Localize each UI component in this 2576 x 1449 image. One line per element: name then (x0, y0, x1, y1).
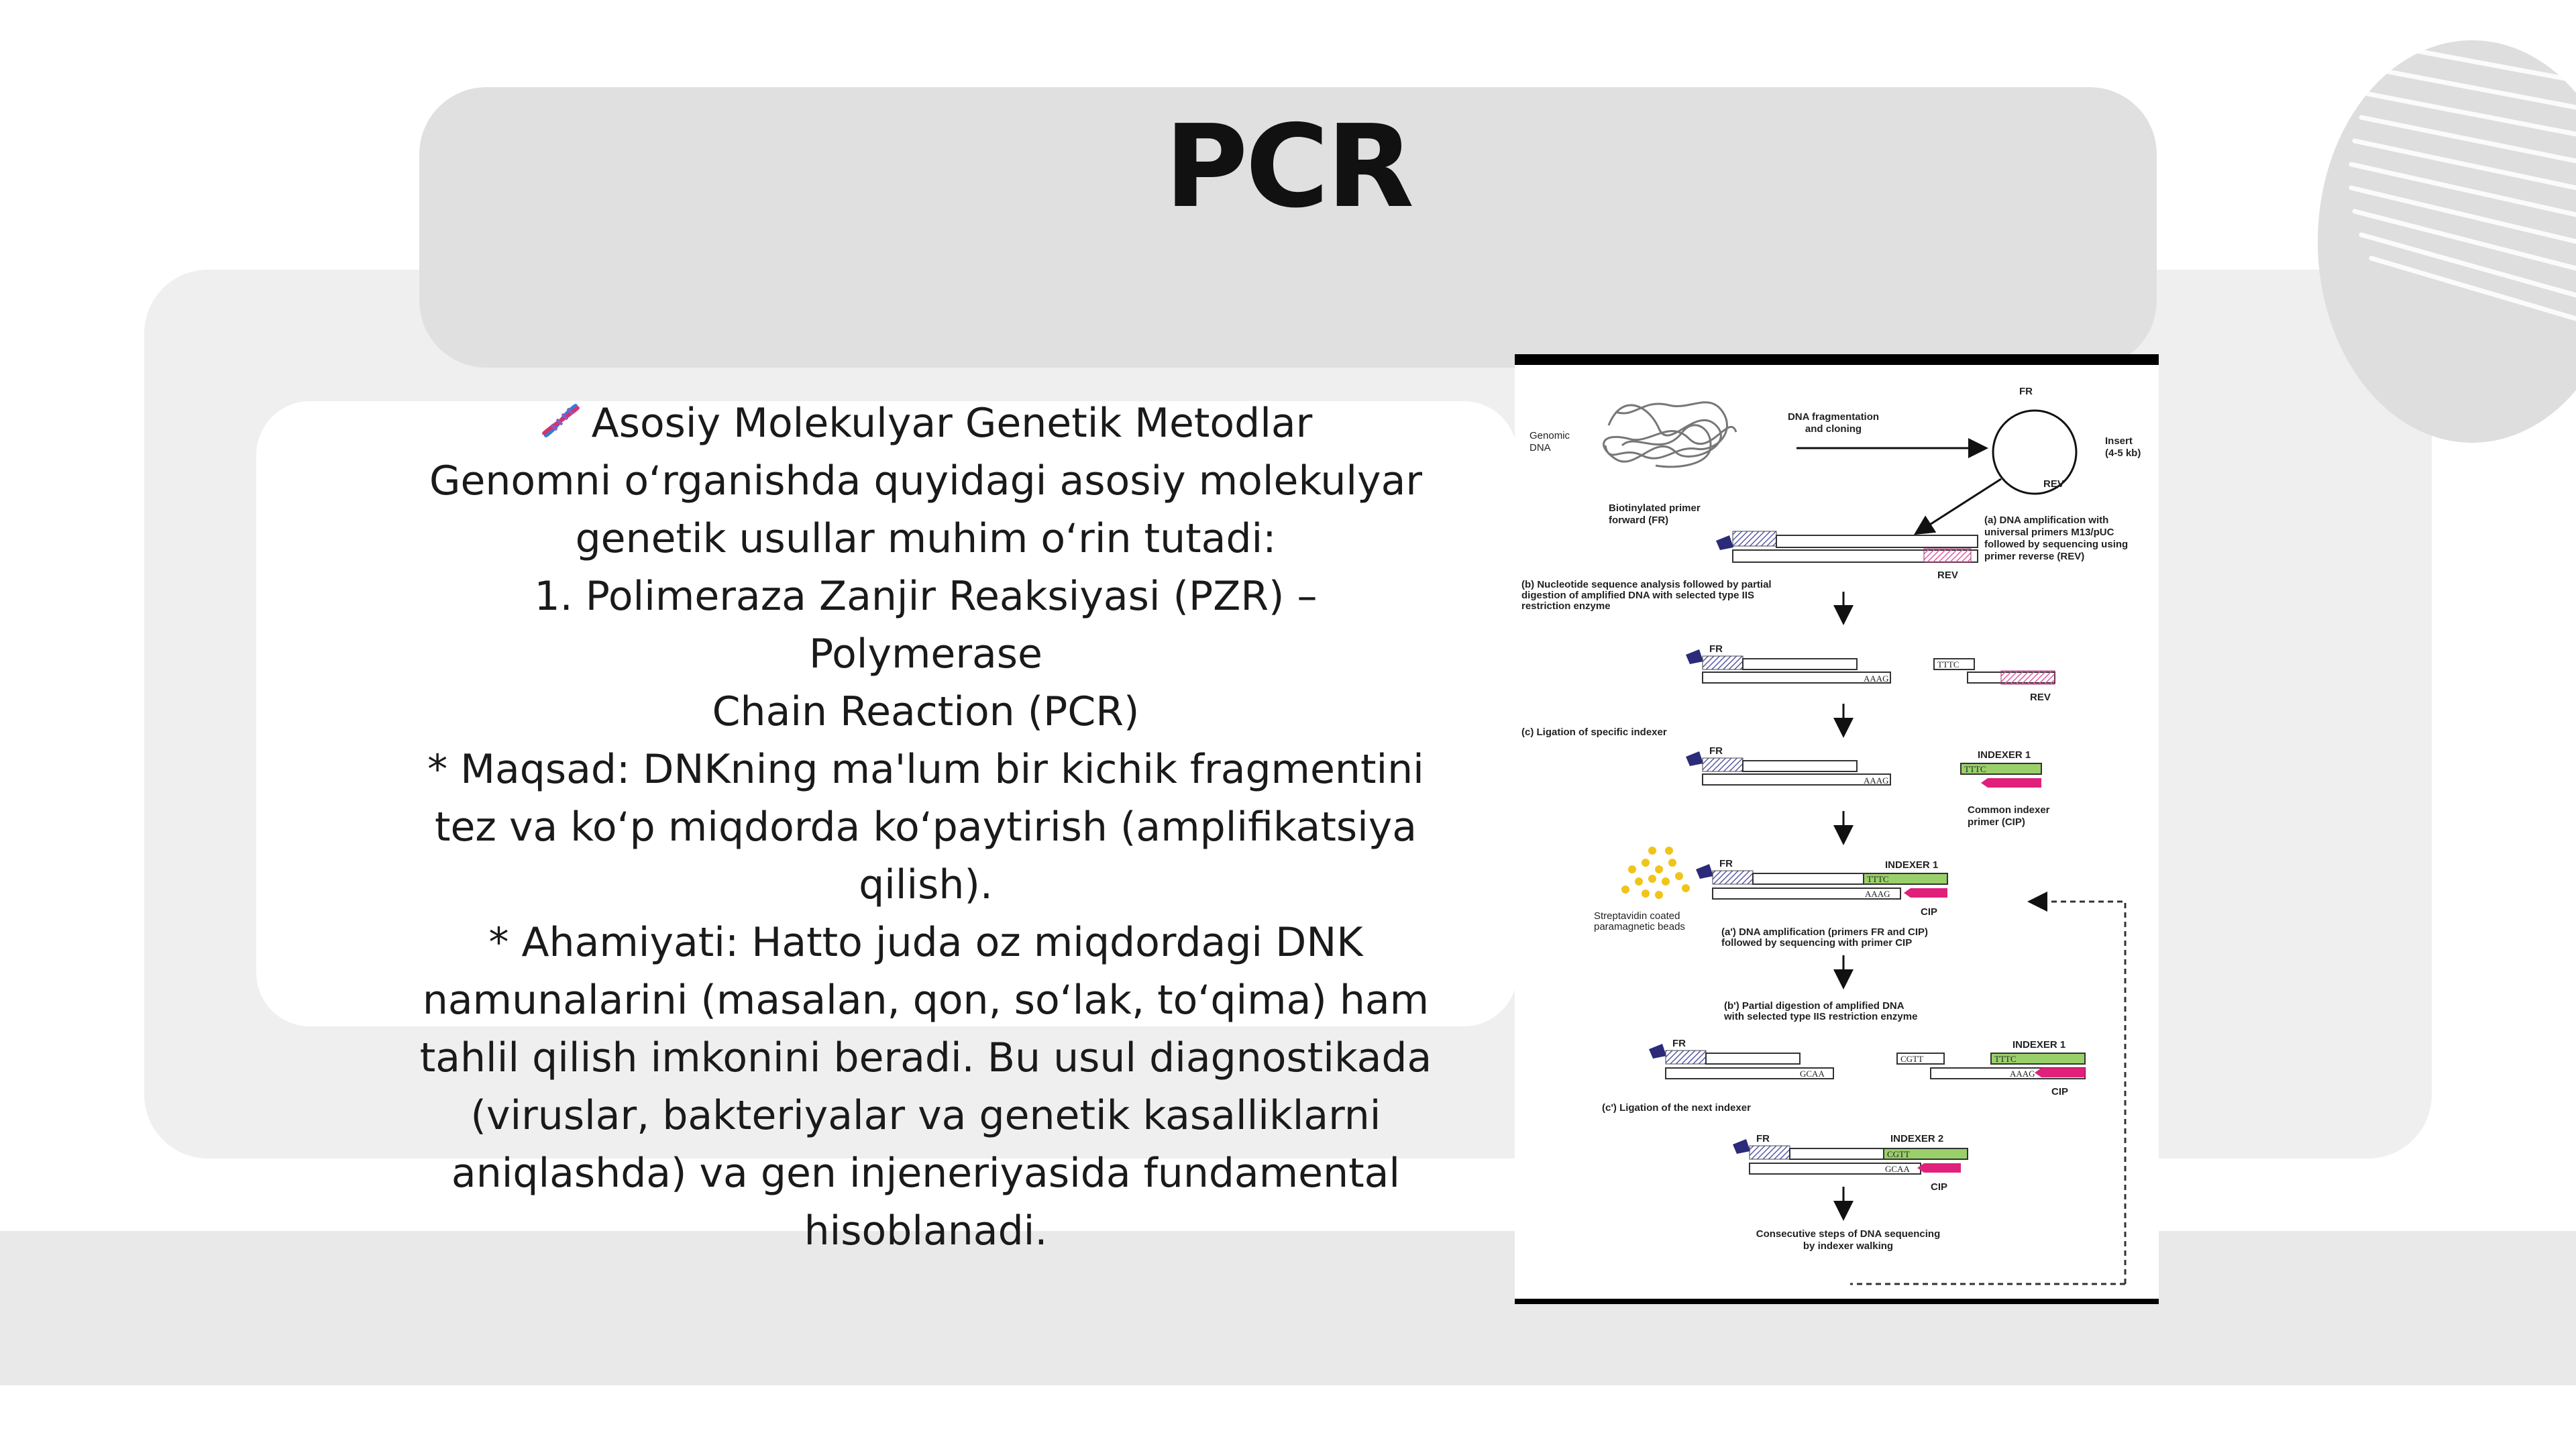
decorative-stripes (2349, 44, 2576, 321)
insert-label: (4-5 kb) (2105, 447, 2141, 459)
step-b2-label: with selected type IIS restriction enzym… (1723, 1011, 1917, 1022)
genomic-dna-tangle (1603, 401, 1737, 468)
insert-label: Insert (2105, 435, 2133, 447)
step-b-label: digestion of amplified DNA with selected… (1521, 590, 1754, 601)
page-title: PCR (1164, 101, 1414, 233)
text-line: genetik usullar muhim o‘rin tutadi: (575, 515, 1277, 562)
text-line: Chain Reaction (PCR) (712, 688, 1140, 735)
fragmentation-label: DNA fragmentation (1788, 411, 1879, 423)
text-line: 1. Polimeraza Zanjir Reaksiyasi (PZR) – … (534, 573, 1318, 678)
fr-label: FR (1672, 1038, 1686, 1049)
text-line: * Ahamiyati: Hatto juda oz miqdordagi DN… (488, 919, 1363, 966)
step-a-label: primer reverse (REV) (1984, 551, 2084, 562)
title-bar (419, 87, 2157, 368)
seq-label: GCAA (1800, 1069, 1825, 1079)
step-a-label: universal primers M13/pUC (1984, 527, 2114, 538)
seq-label: AAAG (1864, 775, 1889, 786)
streptavidin-label: paramagnetic beads (1594, 921, 1685, 932)
consecutive-label: by indexer walking (1803, 1240, 1893, 1252)
seq-label: AAAG (1864, 674, 1889, 684)
consecutive-label: Consecutive steps of DNA sequencing (1756, 1228, 1941, 1240)
step-c2-label: (c') Ligation of the next indexer (1602, 1102, 1751, 1114)
biotinylated-label: forward (FR) (1609, 515, 1668, 526)
fr-label: FR (1756, 1133, 1770, 1144)
step-a2-label: followed by sequencing with primer CIP (1721, 937, 1912, 949)
pcr-figure: Genomic DNA DNA fragmentation and clonin… (1515, 354, 2159, 1304)
step-a-label: followed by sequencing using (1984, 539, 2128, 550)
step-c-label: (c) Ligation of specific indexer (1521, 727, 1667, 738)
rev-label: REV (1937, 570, 1958, 581)
genomic-label: DNA (1529, 442, 1551, 453)
step-b2-label: (b') Partial digestion of amplified DNA (1724, 1000, 1904, 1012)
text-line: qilish). (859, 861, 993, 908)
text-line: aniqlashda) va gen injeneriyasida fundam… (451, 1150, 1401, 1197)
plasmid-circle (1992, 409, 2078, 495)
fr-label: FR (2019, 386, 2033, 397)
fr-label: FR (1719, 858, 1733, 869)
step-b-label: restriction enzyme (1521, 600, 1611, 612)
text-line-heading: Asosiy Molekulyar Genetik Metodlar (416, 394, 1436, 452)
biotinylated-label: Biotinylated primer (1609, 502, 1701, 514)
body-text: Asosiy Molekulyar Genetik Metodlar Genom… (416, 394, 1436, 1260)
genomic-label: Genomic (1529, 430, 1570, 441)
seq-label: GCAA (1885, 1164, 1910, 1174)
rev-label: REV (2043, 478, 2064, 490)
text-line: Genomni o‘rganishda quyidagi asosiy mole… (429, 458, 1423, 504)
seq-label: AAAG (1865, 889, 1890, 899)
seq-label: AAAG (2010, 1069, 2035, 1079)
fr-label: FR (1709, 745, 1723, 757)
paramagnetic-beads (1621, 847, 1690, 899)
cip-label: CIP (1931, 1181, 1947, 1193)
seq-label: TTTC (1937, 659, 1960, 669)
step-a2-label: (a') DNA amplification (primers FR and C… (1721, 926, 1928, 938)
dna-icon (541, 404, 580, 437)
seq-label: CGTT (1900, 1054, 1923, 1064)
content-card (256, 401, 1517, 1026)
text-line: namunalarini (masalan, qon, so‘lak, to‘q… (422, 977, 1430, 1024)
text-line: * Maqsad: DNKning ma'lum bir kichik frag… (427, 746, 1424, 793)
text-line: tez va ko‘p miqdorda ko‘paytirish (ampli… (434, 804, 1417, 851)
fragmentation-label: and cloning (1805, 423, 1862, 435)
seq-label: CGTT (1887, 1149, 1910, 1159)
rev-label: REV (2030, 692, 2051, 703)
seq-label: TTTC (1867, 874, 1889, 884)
cip-label: CIP (2051, 1086, 2068, 1097)
cip-label: Common indexer (1968, 804, 2050, 816)
cip-label: primer (CIP) (1968, 816, 2025, 828)
seq-label: TTTC (1964, 764, 1986, 774)
text-line: hisoblanadi. (804, 1208, 1048, 1254)
indexer-label: INDEXER 1 (1885, 859, 1938, 871)
fr-label: FR (1709, 643, 1723, 655)
seq-label: TTTC (1994, 1054, 2017, 1064)
pcr-diagram: Genomic DNA DNA fragmentation and clonin… (1521, 386, 2141, 1285)
text-line: tahlil qilish imkonini beradi. Bu usul d… (419, 1034, 1432, 1081)
cip-label: CIP (1921, 906, 1937, 918)
indexer-label: INDEXER 1 (2012, 1039, 2065, 1051)
indexer-label: INDEXER 2 (1890, 1133, 1943, 1144)
text-line: (viruslar, bakteriyalar va genetik kasal… (470, 1092, 1381, 1139)
step-b-label: (b) Nucleotide sequence analysis followe… (1521, 579, 1772, 590)
streptavidin-label: Streptavidin coated (1594, 910, 1680, 922)
indexer-label: INDEXER 1 (1978, 749, 2031, 761)
step-a-label: (a) DNA amplification with (1984, 515, 2108, 526)
